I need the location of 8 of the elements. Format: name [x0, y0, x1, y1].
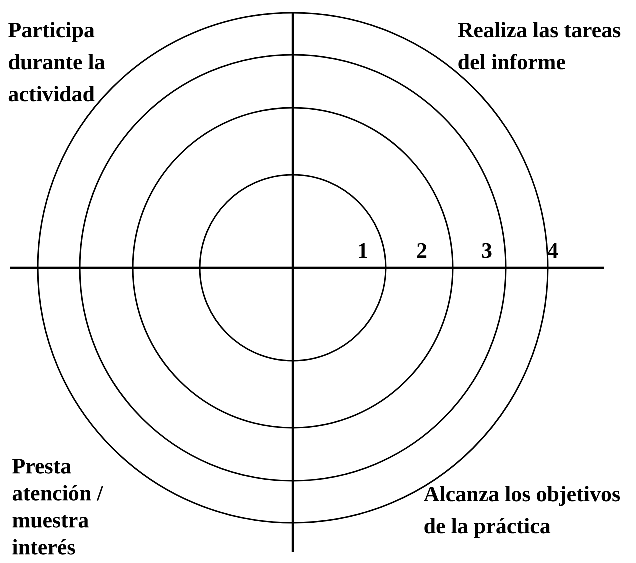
quadrant-label: Realiza las tareas del informe [458, 22, 621, 70]
ring-number: 4 [548, 244, 558, 258]
quadrant-label: Participa durante la actividad [8, 22, 106, 102]
ring-number: 2 [417, 243, 427, 258]
ring-number: 3 [482, 243, 492, 258]
quadrant-label: Alcanza los objetivos de la práctica [424, 486, 620, 538]
quadrant-label: Presta atención / muestra interés [12, 459, 104, 555]
ring-number: 1 [359, 243, 368, 258]
